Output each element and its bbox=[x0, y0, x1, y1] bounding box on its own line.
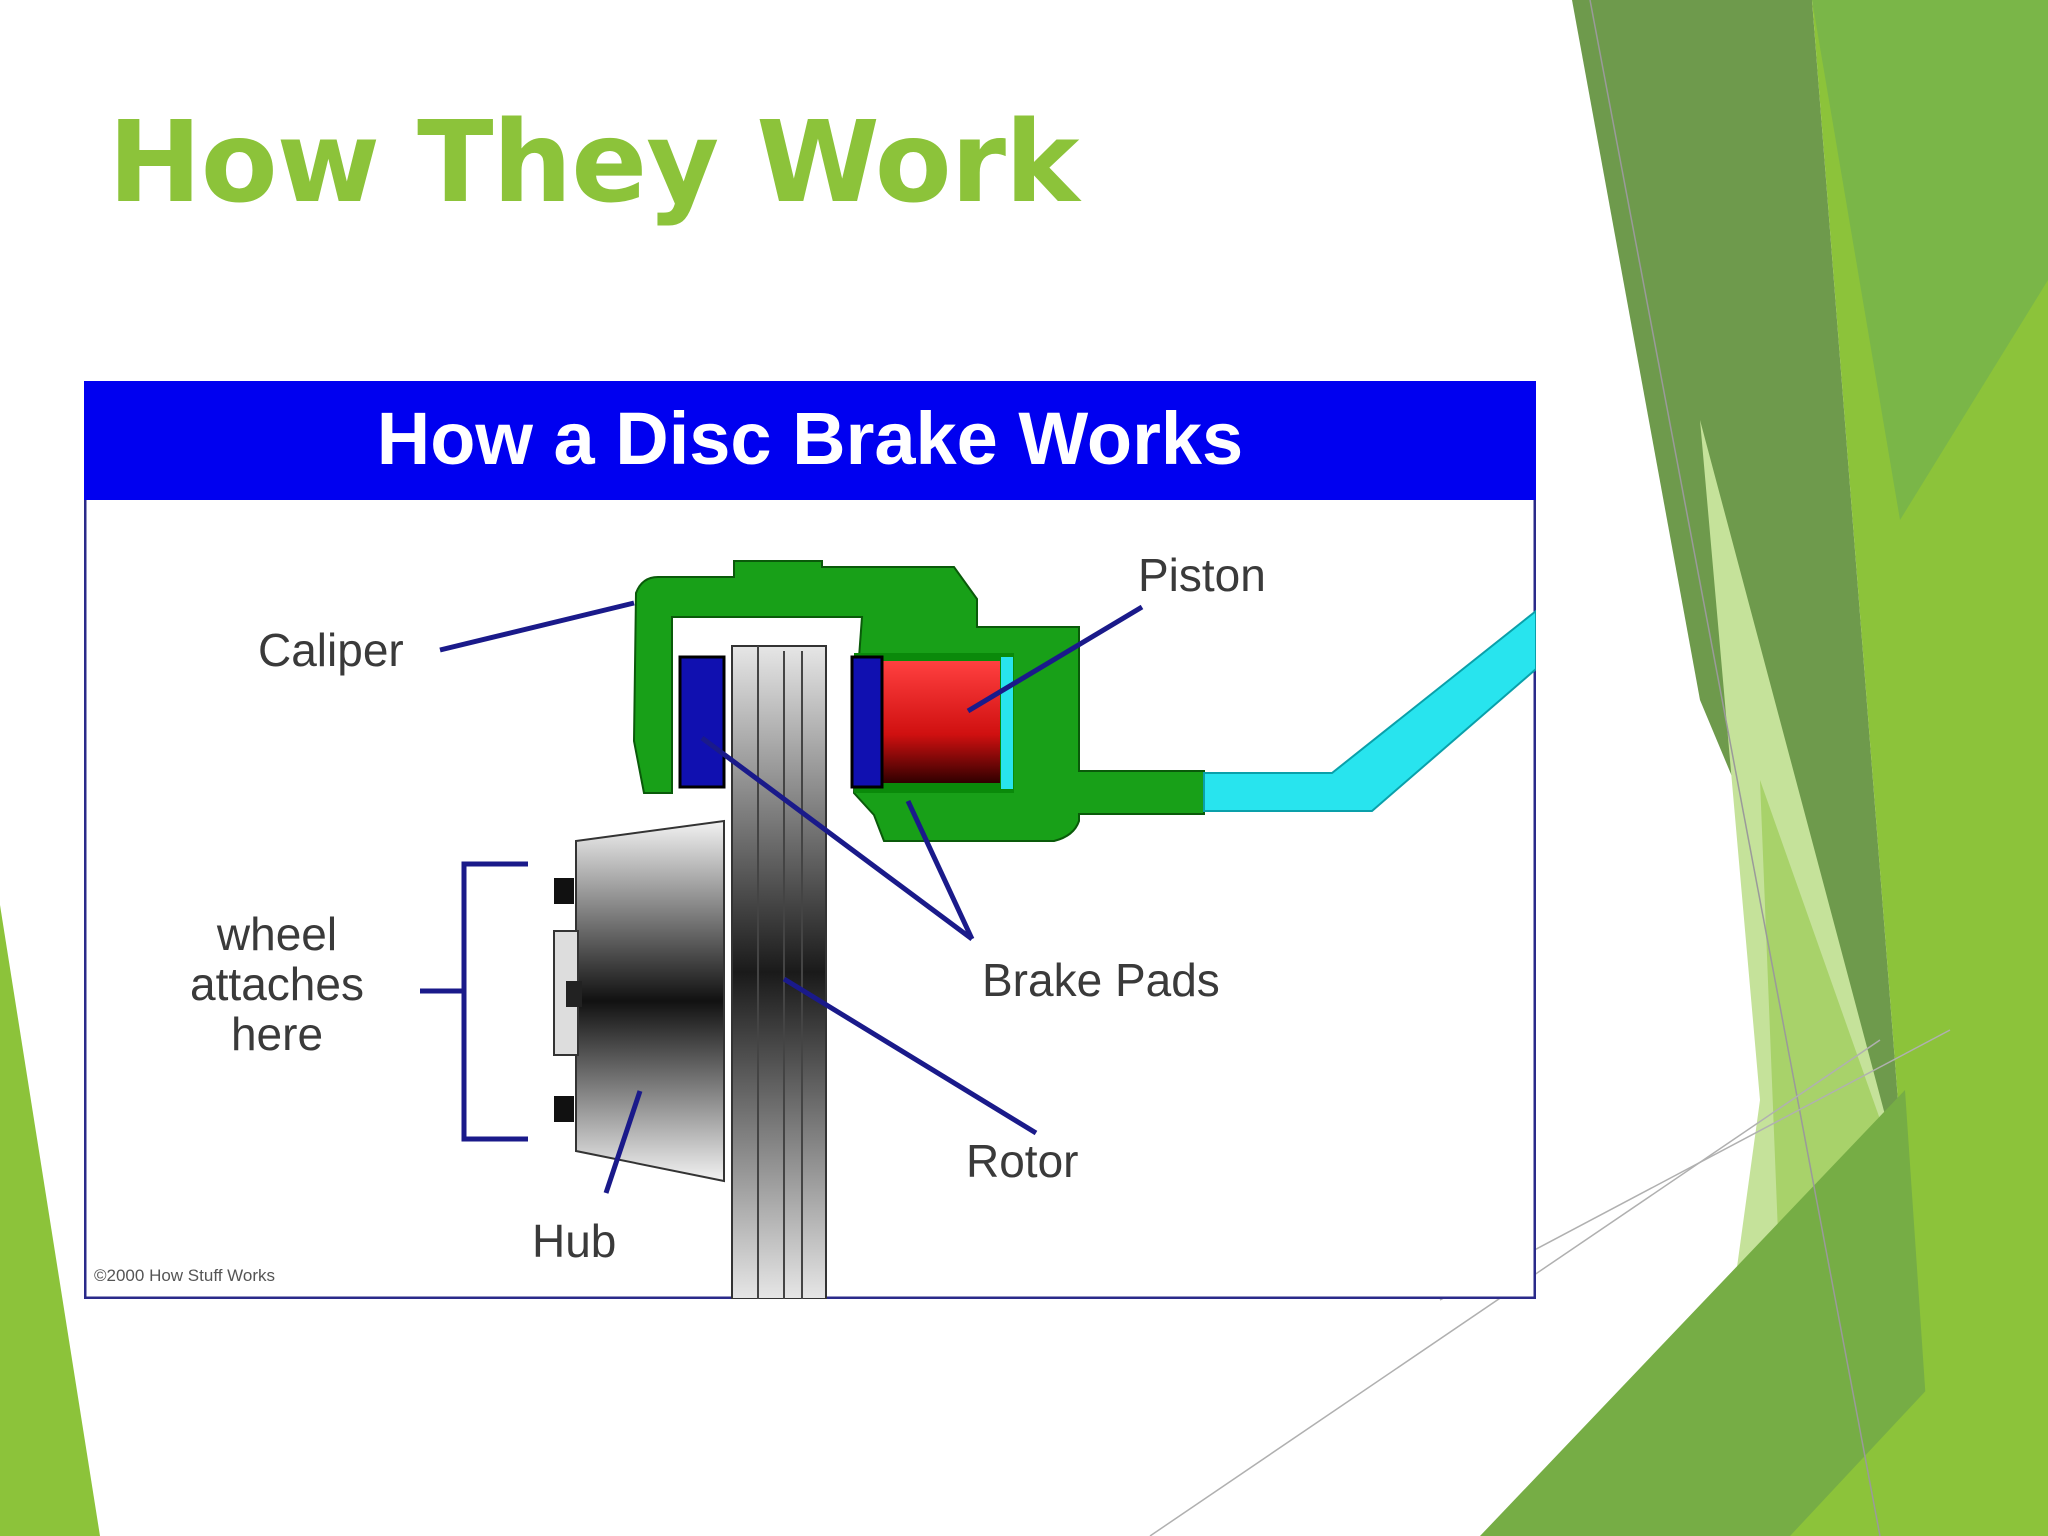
brake-pads-leader-1 bbox=[700, 735, 974, 942]
copyright-text: ©2000 How Stuff Works bbox=[94, 1266, 275, 1285]
diagram-banner-title: How a Disc Brake Works bbox=[377, 397, 1243, 480]
bottom-right-green bbox=[1480, 1090, 1935, 1536]
rotor-label: Rotor bbox=[966, 1135, 1078, 1187]
rotor-leader bbox=[782, 976, 1038, 1136]
disc-brake-diagram: How a Disc Brake Works Ca bbox=[84, 381, 1536, 1299]
bottom-right-bright bbox=[1790, 1260, 2048, 1536]
wheel-stud-mid bbox=[566, 981, 582, 1007]
brake-pad-inner bbox=[678, 655, 726, 789]
wheel-label-line3: here bbox=[231, 1008, 323, 1060]
diagram-banner bbox=[84, 381, 1536, 500]
hub bbox=[575, 819, 725, 1183]
brake-pad-outer bbox=[850, 655, 884, 789]
left-green-accent bbox=[0, 905, 100, 1536]
right-panel-mid bbox=[1812, 0, 2048, 1536]
slide-title: How They Work bbox=[108, 98, 1079, 228]
rotor bbox=[731, 645, 827, 1299]
wheel-label-line1: wheel bbox=[216, 908, 337, 960]
caliper-leader bbox=[439, 600, 635, 653]
piston-leader bbox=[966, 604, 1144, 714]
wheel-stud-bottom bbox=[554, 1096, 574, 1122]
right-panel-top-green bbox=[1812, 0, 2048, 520]
deco-line-1 bbox=[1589, 0, 1881, 1536]
hydraulic-line bbox=[1203, 609, 1536, 812]
wheel-bracket bbox=[461, 861, 528, 1142]
wheel-stud-top bbox=[554, 878, 574, 904]
hub-leader bbox=[603, 1090, 643, 1194]
wheel-label-line2: attaches bbox=[190, 958, 364, 1010]
brake-pads-leader-2 bbox=[905, 799, 975, 941]
piston-label: Piston bbox=[1138, 549, 1266, 601]
brake-pads-label: Brake Pads bbox=[982, 954, 1220, 1006]
caliper-label: Caliper bbox=[258, 624, 404, 676]
piston bbox=[882, 661, 1000, 783]
hub-label: Hub bbox=[532, 1215, 616, 1267]
piston-cyan-edge bbox=[1001, 657, 1013, 789]
